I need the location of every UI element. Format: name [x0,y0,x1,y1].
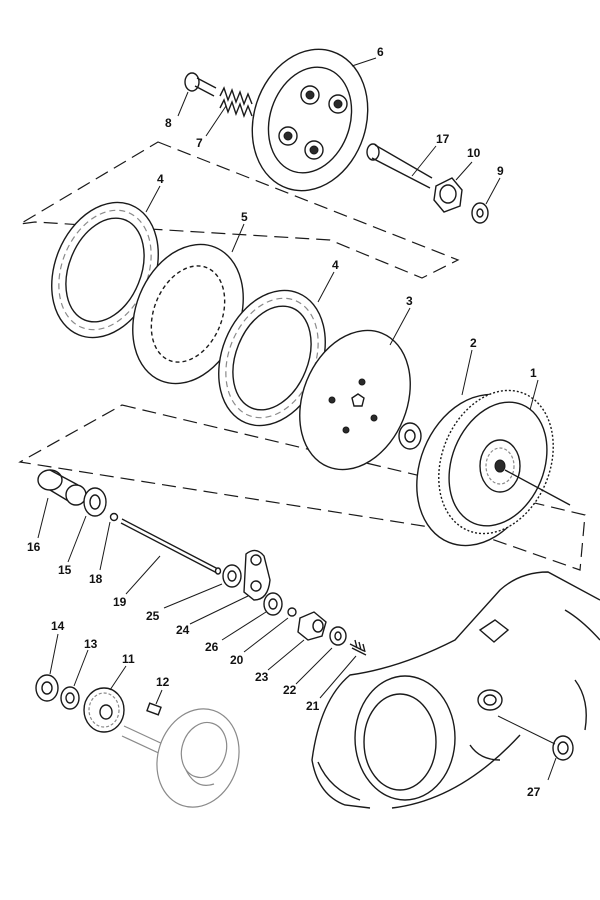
callout-3: 3 [406,294,413,308]
callout-27: 27 [527,785,541,799]
callout-5: 5 [241,210,248,224]
crankshaft-flywheel [121,708,240,808]
part-18-ball [109,512,119,522]
part-27-plug [497,715,574,761]
part-23-adjuster [297,611,327,641]
part-9-washer [471,202,489,224]
part-11-gear [83,687,125,733]
callout-6: 6 [377,45,384,59]
callout-19: 19 [113,595,127,609]
callout-23: 23 [255,670,269,684]
callout-8: 8 [165,116,172,130]
part-1-clutch-housing [416,389,571,547]
part-6-pressure-plate [251,48,369,192]
callout-20: 20 [230,653,244,667]
part-2-thrust-washer [398,422,422,450]
callout-18: 18 [89,572,103,586]
callout-4a: 4 [157,172,164,186]
callout-22: 22 [283,683,297,697]
callout-16: 16 [27,540,41,554]
part-10-nut [433,177,463,213]
part-19-push-rod [120,518,222,575]
callout-21: 21 [306,699,320,713]
callout-4b: 4 [332,258,339,272]
callout-12: 12 [156,675,170,689]
callout-1: 1 [530,366,537,380]
callout-10: 10 [467,146,481,160]
callout-26: 26 [205,640,219,654]
part-26-washer [263,592,283,616]
callout-13: 13 [84,637,98,651]
upper-assembly-frame [19,141,460,279]
part-13-washer [60,686,80,710]
callout-2: 2 [470,336,477,350]
part-7-spring [219,86,253,119]
part-8-bolt [184,72,217,97]
part-20-ball [287,607,297,617]
callout-14: 14 [51,619,65,633]
callout-15: 15 [58,563,72,577]
part-22-nut [329,626,347,646]
part-14-nut [35,674,59,702]
part-21-screw [349,639,367,656]
lower-assembly-frame [18,404,586,571]
callout-9: 9 [497,164,504,178]
callout-7: 7 [196,136,203,150]
part-25-nut [222,564,242,588]
leader-lines [37,57,557,781]
part-16-sleeve [37,469,87,506]
part-3-clutch-plate [299,329,411,471]
part-24-push-lever [243,549,271,601]
part-15-washer [83,487,107,517]
callout-11: 11 [122,652,135,666]
callout-17: 17 [436,132,450,146]
callout-24: 24 [176,623,190,637]
crankcase-cover [311,571,600,809]
part-17-push-rod [366,143,433,189]
part-12-key [146,702,162,716]
callout-25: 25 [146,609,160,623]
